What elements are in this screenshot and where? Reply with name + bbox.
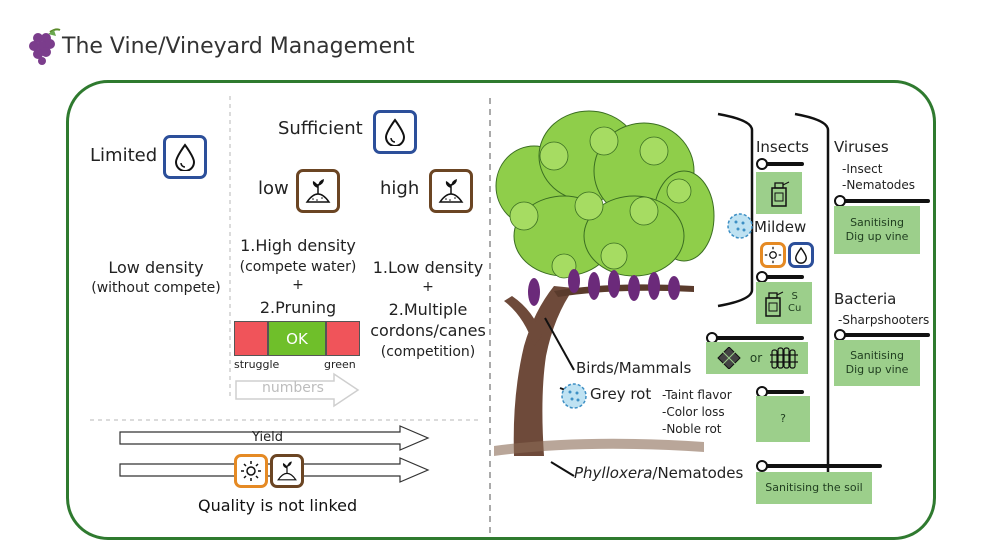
mildew-label: Mildew [754, 218, 807, 236]
phylloxera-handle [756, 460, 882, 472]
insecticide-box [756, 172, 802, 214]
viruses-action-2: Dig up vine [845, 230, 909, 243]
numbers-label: numbers [262, 380, 324, 396]
bacteria-action-2: Dig up vine [845, 363, 909, 376]
compete-water-label: (compete water) [239, 259, 357, 275]
sun-icon [234, 454, 268, 488]
sulfur-label: S [791, 291, 798, 302]
competition-label: (competition) [380, 344, 476, 360]
phylloxera-action: Sanitising the soil [765, 481, 863, 494]
insects-label: Insects [756, 138, 809, 156]
fence-icon [770, 347, 799, 369]
struggle-label: struggle [234, 358, 280, 371]
birds-handle [706, 332, 804, 344]
yield-label: Yield [252, 430, 283, 445]
viruses-handle [834, 195, 930, 207]
soil-sprout-icon [429, 169, 473, 213]
plus-sign-2: + [422, 279, 434, 295]
viruses-action-1: Sanitising [850, 216, 904, 229]
soil-sprout-icon [296, 169, 340, 213]
water-drop-icon [788, 242, 814, 268]
net-icon [717, 347, 741, 369]
plus-sign: + [292, 277, 304, 293]
viruses-label: Viruses [834, 138, 889, 156]
green-label: green [324, 358, 356, 371]
bacteria-label: Bacteria [834, 290, 897, 308]
copper-label: Cu [788, 303, 802, 314]
low-density-label: Low density [108, 258, 204, 277]
fungus-icon [561, 383, 587, 409]
bacteria-vector: -Sharpshooters [838, 313, 930, 327]
grey-rot-effect-2: -Color loss [662, 405, 725, 419]
birds-label: Birds/Mammals [576, 359, 692, 377]
numbers-arrow [235, 372, 360, 408]
birds-action-box: or [706, 342, 808, 374]
grapes-icon [29, 28, 61, 65]
viruses-action-box: Sanitising Dig up vine [834, 206, 920, 254]
virus-vector-nematodes: -Nematodes [842, 178, 916, 192]
diagram-frame [66, 80, 936, 540]
or-label: or [749, 351, 763, 365]
limited-label: Limited [90, 145, 158, 166]
vine-icon [494, 110, 715, 456]
green-zone [326, 321, 360, 356]
sufficient-label: Sufficient [278, 118, 363, 139]
soil-sprout-icon [270, 454, 304, 488]
grey-rot-action: ? [780, 412, 786, 425]
grey-rot-handle [756, 386, 804, 398]
spray-can-icon [765, 291, 784, 317]
grey-rot-action-box: ? [756, 396, 810, 442]
high-density-label: 1.High density [240, 236, 356, 255]
fungicide-box: S Cu [756, 282, 812, 324]
phylloxera-action-box: Sanitising the soil [756, 472, 872, 504]
insects-handle [756, 158, 804, 170]
fungus-icon [727, 213, 753, 239]
phylloxera-label: Phylloxera/Nematodes [574, 464, 744, 482]
low-density-label-2: 1.Low density [372, 258, 484, 277]
bacteria-action-box: Sanitising Dig up vine [834, 340, 920, 386]
page-title: The Vine/Vineyard Management [62, 34, 415, 59]
bacteria-handle [834, 329, 930, 341]
virus-vector-insect: -Insect [842, 162, 883, 176]
multiple-label: 2.Multiple [388, 300, 468, 319]
grey-rot-effect-3: -Noble rot [662, 422, 722, 436]
low-label: low [258, 178, 289, 199]
without-compete-label: (without compete) [91, 280, 221, 296]
sun-icon [760, 242, 786, 268]
struggle-zone [234, 321, 268, 356]
ok-zone: OK [268, 321, 326, 356]
grey-rot-effect-1: -Taint flavor [662, 388, 732, 402]
pruning-label: 2.Pruning [259, 298, 337, 317]
high-label: high [380, 178, 420, 199]
bacteria-action-1: Sanitising [850, 349, 904, 362]
cordons-label: cordons/canes [370, 321, 486, 340]
water-drop-icon [373, 110, 417, 154]
mildew-handle [756, 271, 804, 283]
grey-rot-label: Grey rot [590, 385, 652, 403]
quality-label: Quality is not linked [198, 496, 358, 515]
water-drop-icon [163, 135, 207, 179]
spray-can-icon [771, 181, 790, 207]
